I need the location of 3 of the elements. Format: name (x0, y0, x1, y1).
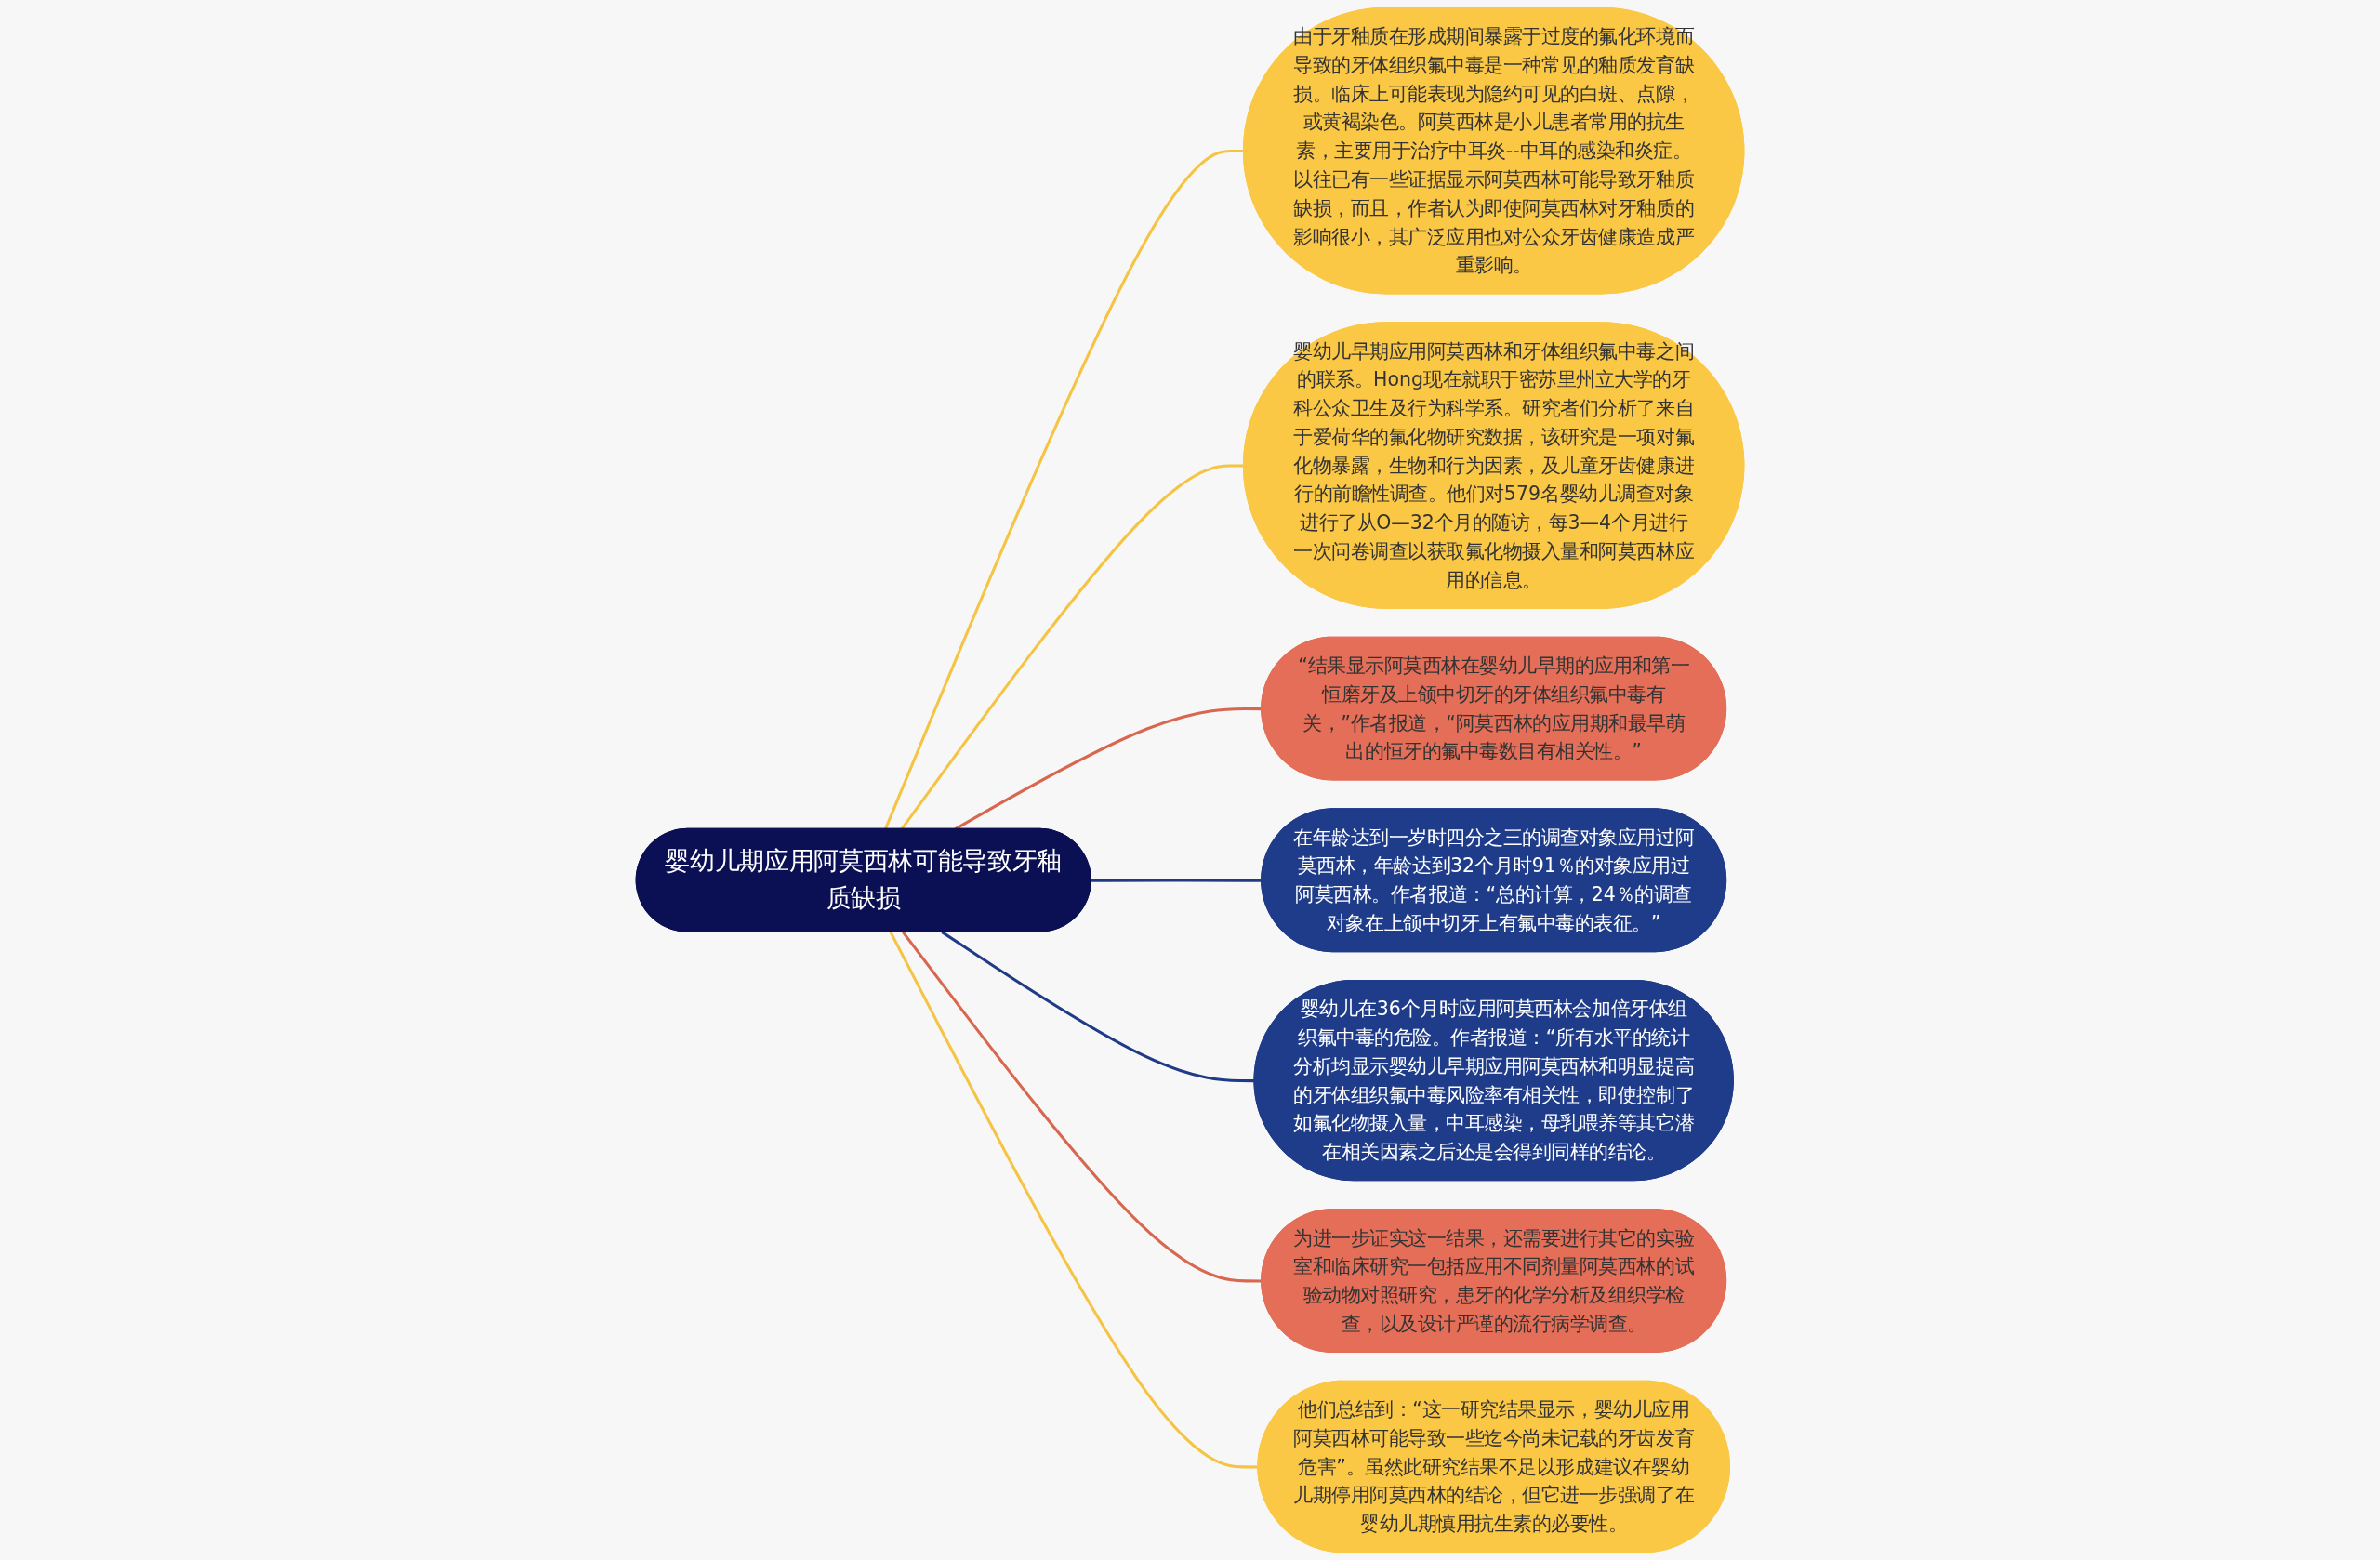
connector (883, 149, 1244, 830)
connector (900, 464, 1244, 830)
connector (941, 931, 1255, 1083)
